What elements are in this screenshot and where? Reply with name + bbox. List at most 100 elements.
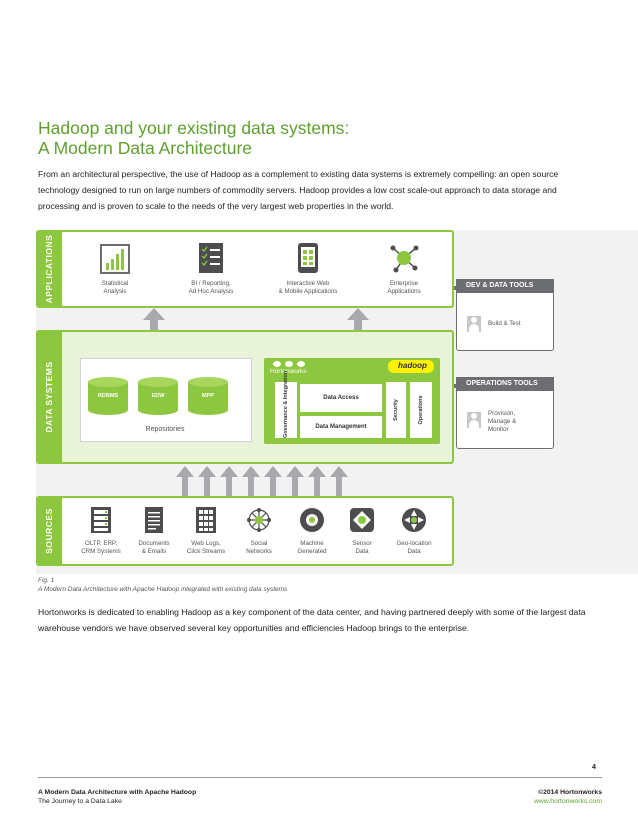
source-label-line: Web Logs, bbox=[191, 540, 221, 547]
page-title: Hadoop and your existing data systems: A… bbox=[38, 118, 349, 158]
data-management-label: Data Management bbox=[315, 424, 367, 430]
app-label-line: Analysis bbox=[103, 288, 127, 295]
app-label-line: Interactive Web bbox=[286, 280, 330, 287]
dev-tools-item: Build & Test bbox=[488, 320, 521, 327]
dev-tools-title: DEV & DATA TOOLS bbox=[456, 279, 554, 293]
repositories-label: Repositories bbox=[145, 426, 185, 433]
bar-chart-icon bbox=[100, 244, 130, 274]
source-label-line: Click Streams bbox=[186, 548, 226, 555]
data-access-box: Data Access bbox=[300, 384, 382, 412]
app-label-line: BI / Reporting, bbox=[191, 280, 231, 287]
source-label-line: Geo-location bbox=[396, 540, 432, 547]
repo-mpp: MPP bbox=[202, 393, 214, 399]
data-systems-side-label: DATA SYSTEMS bbox=[36, 330, 62, 464]
database-icon: EDW bbox=[138, 377, 178, 415]
repo-edw: EDW bbox=[151, 393, 165, 399]
app-label-interactive: Interactive Web& Mobile Applications bbox=[268, 280, 348, 296]
figure-caption: Fig. 1 A Modern Data Architecture with A… bbox=[38, 576, 287, 594]
applications-side-label: APPLICATIONS bbox=[36, 230, 62, 308]
security-column: Security bbox=[386, 382, 406, 438]
governance-column: Governance & Integration bbox=[275, 370, 297, 438]
title-line-2: A Modern Data Architecture bbox=[38, 138, 252, 158]
app-label-line: & Mobile Applications bbox=[278, 288, 338, 295]
data-access-label: Data Access bbox=[323, 395, 359, 401]
footer-doc-subtitle: The Journey to a Data Lake bbox=[38, 798, 122, 805]
user-icon bbox=[467, 412, 481, 428]
source-label-line: Generated bbox=[297, 548, 327, 555]
social-network-icon bbox=[247, 508, 271, 532]
source-label-documents: Documents& Emails bbox=[128, 540, 180, 556]
source-label-oltp: OLTP, ERP,CRM Systems bbox=[76, 540, 126, 556]
operations-label: Operations bbox=[418, 395, 424, 425]
sources-side-label: SOURCES bbox=[36, 496, 62, 566]
source-label-line: Sensor bbox=[352, 540, 372, 547]
document-icon bbox=[145, 507, 163, 533]
source-label-line: Networks bbox=[246, 548, 272, 555]
app-label-line: Enterprise bbox=[389, 280, 419, 287]
app-label-line: Applications bbox=[387, 288, 421, 295]
operations-column: Operations bbox=[410, 382, 432, 438]
up-arrow-icon bbox=[330, 466, 348, 496]
footer-left: A Modern Data Architecture with Apache H… bbox=[38, 788, 196, 806]
ops-line-3: Monitor bbox=[488, 426, 509, 433]
sensor-icon bbox=[350, 508, 374, 532]
ops-tools-item: Provision, Manage & Monitor bbox=[488, 410, 516, 434]
repo-rdbms: RDBMS bbox=[97, 393, 119, 399]
user-icon bbox=[467, 316, 481, 332]
body-paragraph: Hortonworks is dedicated to enabling Had… bbox=[38, 607, 586, 633]
report-list-icon bbox=[199, 243, 223, 273]
figure-number: Fig. 1 bbox=[38, 577, 55, 584]
source-label-line: Documents bbox=[138, 540, 170, 547]
gear-icon bbox=[300, 508, 324, 532]
data-management-box: Data Management bbox=[300, 416, 382, 438]
security-label: Security bbox=[393, 399, 399, 421]
footer-divider bbox=[38, 777, 602, 778]
elephant-icon bbox=[273, 361, 305, 367]
up-arrow-icon bbox=[242, 466, 260, 496]
database-icon: MPP bbox=[188, 377, 228, 415]
title-line-1: Hadoop and your existing data systems: bbox=[38, 118, 350, 138]
up-arrow-icon bbox=[308, 466, 326, 496]
hadoop-logo-text: hadoop bbox=[398, 361, 427, 370]
server-icon bbox=[91, 507, 111, 533]
source-label-weblogs: Web Logs,Click Streams bbox=[180, 540, 232, 556]
ops-line-1: Provision, bbox=[488, 410, 516, 417]
governance-label: Governance & Integration bbox=[283, 370, 289, 438]
up-arrow-icon bbox=[176, 466, 194, 496]
source-label-line: OLTP, ERP, bbox=[85, 540, 117, 547]
intro-paragraph: From an architectural perspective, the u… bbox=[38, 169, 559, 211]
up-arrow-icon bbox=[286, 466, 304, 496]
figure-caption-text: A Modern Data Architecture with Apache H… bbox=[38, 586, 288, 593]
network-node-icon bbox=[390, 245, 419, 273]
data-systems-label-text: DATA SYSTEMS bbox=[44, 361, 54, 433]
sources-label-text: SOURCES bbox=[44, 508, 54, 554]
ops-line-2: Manage & bbox=[488, 418, 517, 425]
hortonworks-logo: Hortonworks bbox=[270, 368, 307, 375]
mobile-icon bbox=[298, 243, 318, 273]
database-icon: RDBMS bbox=[88, 377, 128, 415]
source-label-line: Data bbox=[355, 548, 369, 555]
sources-panel bbox=[60, 496, 454, 566]
connector-ops bbox=[452, 384, 456, 388]
source-label-line: & Emails bbox=[141, 548, 167, 555]
up-arrow-icon bbox=[220, 466, 238, 496]
source-label-line: Social bbox=[250, 540, 268, 547]
connector-dev bbox=[452, 286, 456, 290]
footer-copyright: ©2014 Hortonworks bbox=[538, 789, 602, 796]
footer-website-link[interactable]: www.hortonworks.com bbox=[534, 798, 602, 805]
source-label-line: CRM Systems bbox=[81, 548, 121, 555]
geo-location-icon bbox=[402, 508, 426, 532]
app-label-line: Ad Hoc Analysis bbox=[188, 288, 234, 295]
up-arrow-icon bbox=[264, 466, 282, 496]
grid-icon bbox=[196, 507, 216, 533]
footer-doc-title: A Modern Data Architecture with Apache H… bbox=[38, 789, 197, 796]
app-label-line: Statistical bbox=[101, 280, 129, 287]
ops-tools-title: OPERATIONS TOOLS bbox=[456, 377, 554, 391]
footer-right: ©2014 Hortonworks www.hortonworks.com bbox=[522, 788, 602, 806]
source-label-line: Data bbox=[407, 548, 421, 555]
